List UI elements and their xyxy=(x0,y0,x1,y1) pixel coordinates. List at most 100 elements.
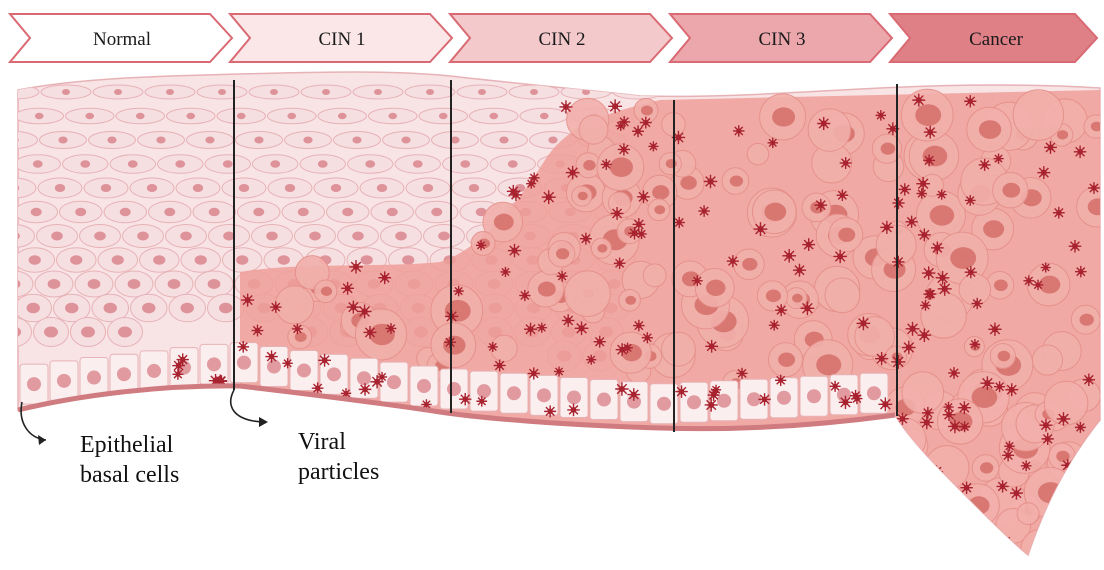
viral-spike xyxy=(1042,544,1047,549)
viral-core xyxy=(1055,510,1061,516)
viral-core xyxy=(923,303,928,308)
viral-core xyxy=(900,416,906,422)
cell-nucleus xyxy=(303,137,312,144)
viral-particle xyxy=(557,271,568,282)
cell-nucleus xyxy=(423,184,433,192)
viral-core xyxy=(853,393,858,398)
cell-nucleus xyxy=(352,232,364,241)
viral-core xyxy=(636,323,641,328)
dysplastic-cell xyxy=(902,468,925,491)
viral-particle xyxy=(347,301,360,314)
viral-spike xyxy=(1079,485,1083,489)
dysplastic-cell xyxy=(808,109,851,152)
viral-spike xyxy=(968,520,972,524)
viral-particle xyxy=(892,197,904,209)
dysplastic-nucleus xyxy=(950,247,976,269)
viral-particle xyxy=(916,177,930,191)
viral-particle xyxy=(1074,483,1085,494)
cell-nucleus xyxy=(44,327,58,338)
viral-spike xyxy=(936,472,941,477)
viral-core xyxy=(631,392,637,398)
viral-core xyxy=(833,384,838,389)
viral-spike xyxy=(937,506,941,510)
cell-nucleus xyxy=(10,89,18,95)
stage-chevron-normal: Normal xyxy=(10,14,232,62)
viral-particle xyxy=(920,300,931,311)
viral-particle xyxy=(453,286,463,296)
viral-core xyxy=(651,144,656,149)
viral-particle xyxy=(782,249,796,263)
dysplastic-cell xyxy=(884,512,927,555)
viral-particle xyxy=(923,154,935,166)
viral-particle xyxy=(878,397,892,411)
cell-nucleus xyxy=(540,113,549,120)
cell-nucleus xyxy=(58,137,67,144)
viral-spike xyxy=(1057,500,1062,505)
viral-core xyxy=(992,326,998,332)
viral-spike xyxy=(983,537,988,542)
viral-particles-arrow xyxy=(231,390,268,427)
viral-spike xyxy=(925,536,930,541)
viral-spike xyxy=(1058,513,1063,518)
viral-core xyxy=(456,289,461,294)
viral-particle xyxy=(769,320,780,331)
viral-particle xyxy=(958,401,971,414)
viral-particle xyxy=(1053,207,1065,219)
viral-core xyxy=(1024,463,1029,468)
viral-particle xyxy=(961,514,973,526)
viral-core xyxy=(557,369,562,374)
viral-particle xyxy=(857,317,871,331)
viral-core xyxy=(547,409,552,414)
dysplastic-nucleus xyxy=(1057,532,1073,545)
viral-core xyxy=(1048,145,1054,151)
viral-core xyxy=(1009,387,1015,393)
viral-particle xyxy=(616,343,629,356)
viral-particle xyxy=(580,233,592,245)
viral-particle xyxy=(976,535,990,549)
viral-core xyxy=(621,147,627,153)
viral-particle xyxy=(997,480,1009,492)
viral-core xyxy=(708,402,714,408)
viral-core xyxy=(382,275,388,281)
viral-spike xyxy=(933,538,938,543)
cell-nucleus xyxy=(8,232,20,241)
dysplastic-nucleus xyxy=(792,294,803,303)
viral-particle xyxy=(1042,433,1054,445)
viral-spike xyxy=(1062,500,1067,505)
viral-core xyxy=(641,194,647,200)
cell-nucleus xyxy=(209,208,220,217)
viral-core xyxy=(927,129,933,135)
viral-spike xyxy=(963,520,967,524)
viral-particle xyxy=(840,157,852,169)
viral-core xyxy=(770,140,775,145)
viral-particle xyxy=(692,275,703,286)
viral-core xyxy=(1041,170,1047,176)
cell-nucleus xyxy=(70,255,82,265)
viral-core xyxy=(821,121,827,127)
basal-nucleus xyxy=(867,386,881,400)
basal-nucleus xyxy=(567,390,581,404)
viral-core xyxy=(345,285,351,291)
viral-spike xyxy=(1042,549,1047,554)
viral-particle xyxy=(922,407,934,419)
viral-particle xyxy=(1000,536,1011,547)
viral-core xyxy=(245,297,251,303)
viral-particle xyxy=(839,396,852,409)
viral-core xyxy=(1086,377,1092,383)
viral-spike xyxy=(941,506,945,510)
viral-particle xyxy=(1037,166,1050,179)
viral-particle xyxy=(814,199,827,212)
basal-nucleus xyxy=(267,360,281,374)
viral-particle xyxy=(615,382,628,395)
viral-spike xyxy=(930,541,935,546)
basal-nucleus xyxy=(777,391,791,405)
viral-core xyxy=(619,386,625,392)
cell-nucleus xyxy=(166,89,174,95)
dysplastic-nucleus xyxy=(652,185,669,199)
squamous-cell xyxy=(613,85,663,99)
viral-core xyxy=(315,386,320,391)
viral-core xyxy=(1007,444,1012,449)
cell-nucleus xyxy=(431,208,442,217)
viral-particle xyxy=(964,95,976,107)
cell-nucleus xyxy=(180,232,192,241)
